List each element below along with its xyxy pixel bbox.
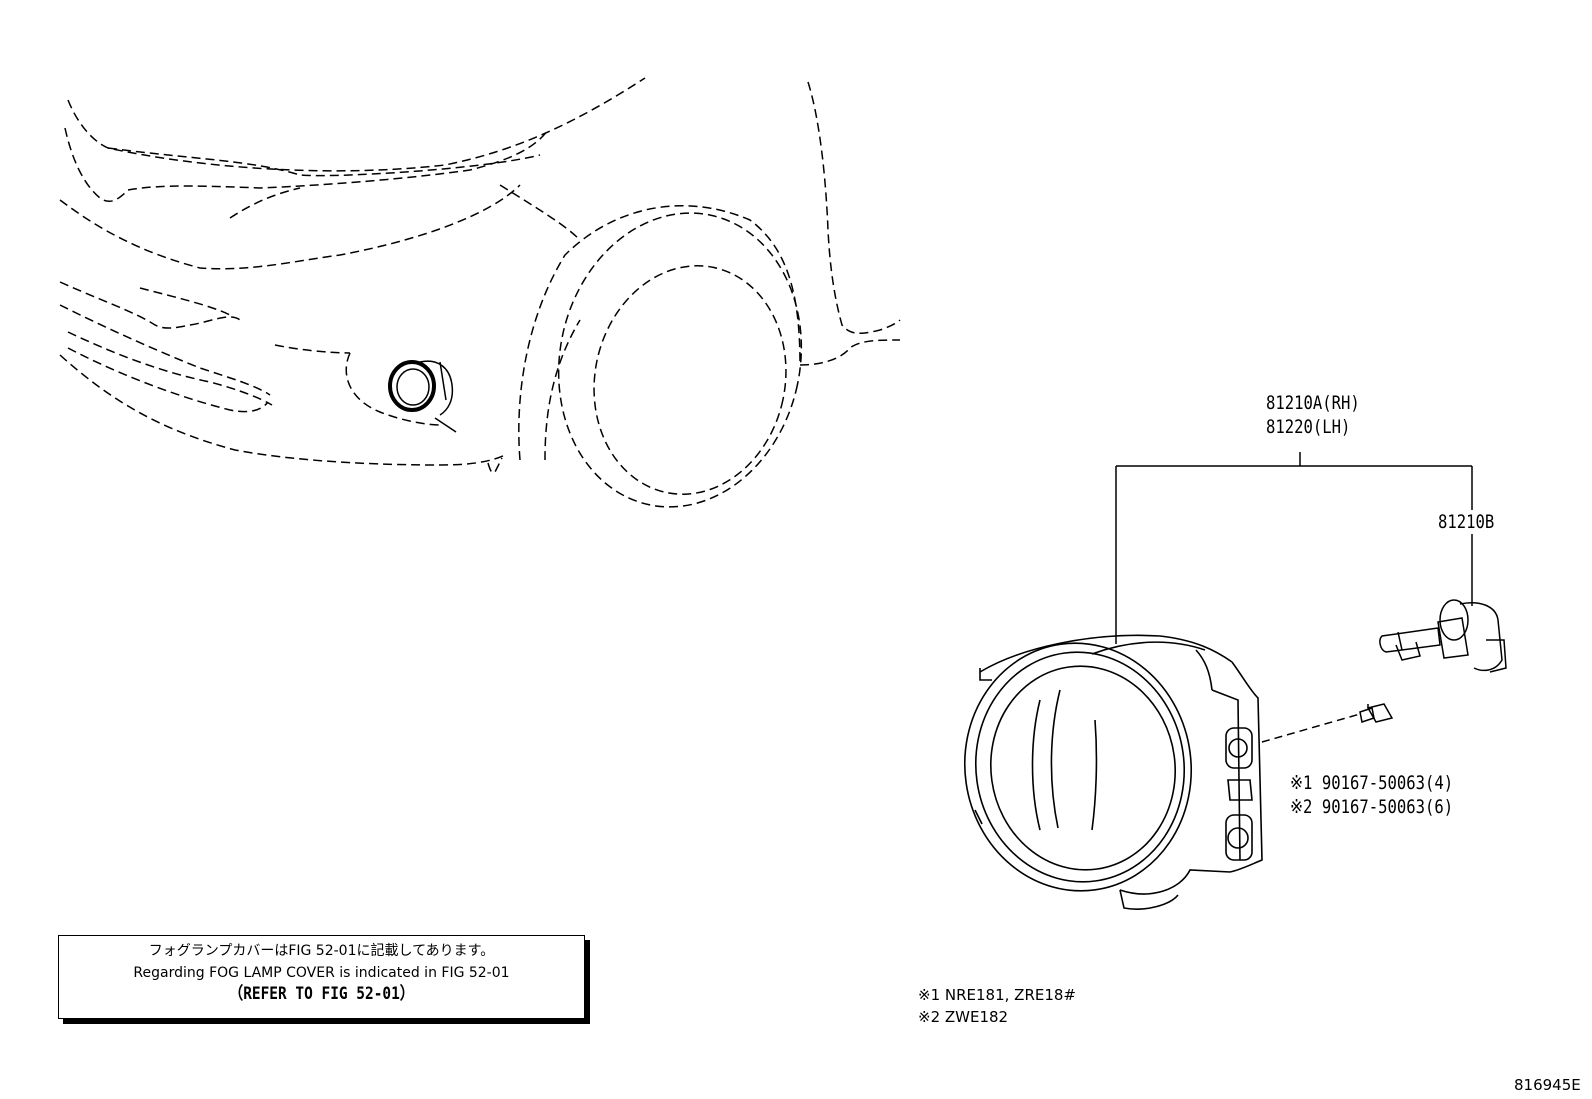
bulb: [1379, 599, 1507, 673]
applicability-note-2: ※2 ZWE182: [918, 1008, 1009, 1026]
leader-lines: [1115, 452, 1473, 743]
part-number-lamp-lh: 81220(LH): [1266, 416, 1351, 438]
part-number-screw-1: ※1 90167-50063(4): [1290, 772, 1454, 794]
screw: [1359, 703, 1394, 723]
part-number-bulb: 81210B: [1438, 511, 1495, 533]
part-number-lamp-rh: 81210A(RH): [1266, 392, 1360, 414]
note-english: Regarding FOG LAMP COVER is indicated in…: [133, 965, 510, 981]
note-reference: （REFER TO FIG 52-01）: [228, 984, 415, 1004]
applicability-note-1: ※1 NRE181, ZRE18#: [918, 986, 1076, 1004]
fog-lamp-assembly: [963, 634, 1263, 910]
reference-note-box: フォグランプカバーはFIG 52-01に記載してあります。 Regarding …: [58, 935, 585, 1019]
figure-id: 816945E: [1514, 1076, 1581, 1094]
note-japanese: フォグランプカバーはFIG 52-01に記載してあります。: [148, 943, 495, 959]
vehicle-front-outline: [59, 77, 901, 508]
part-number-screw-2: ※2 90167-50063(6): [1290, 796, 1454, 818]
fog-lamp-location: [388, 360, 457, 433]
